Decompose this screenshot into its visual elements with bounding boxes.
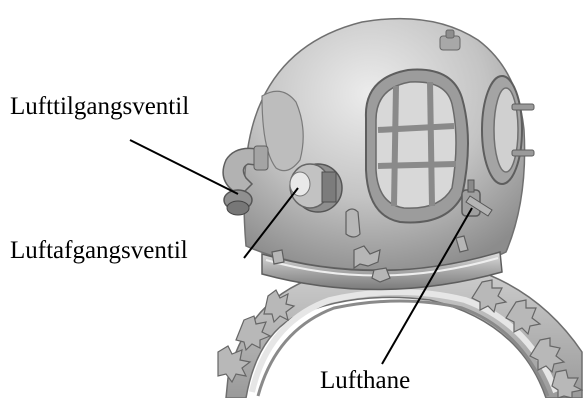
leader-line-air-inlet xyxy=(130,140,238,194)
label-air-cock: Lufthane xyxy=(320,368,410,393)
label-air-inlet-valve: Lufttilgangsventil xyxy=(10,94,189,119)
label-air-outlet-valve: Luftafgangsventil xyxy=(10,238,188,263)
front-window xyxy=(366,70,468,223)
side-window xyxy=(482,76,534,184)
